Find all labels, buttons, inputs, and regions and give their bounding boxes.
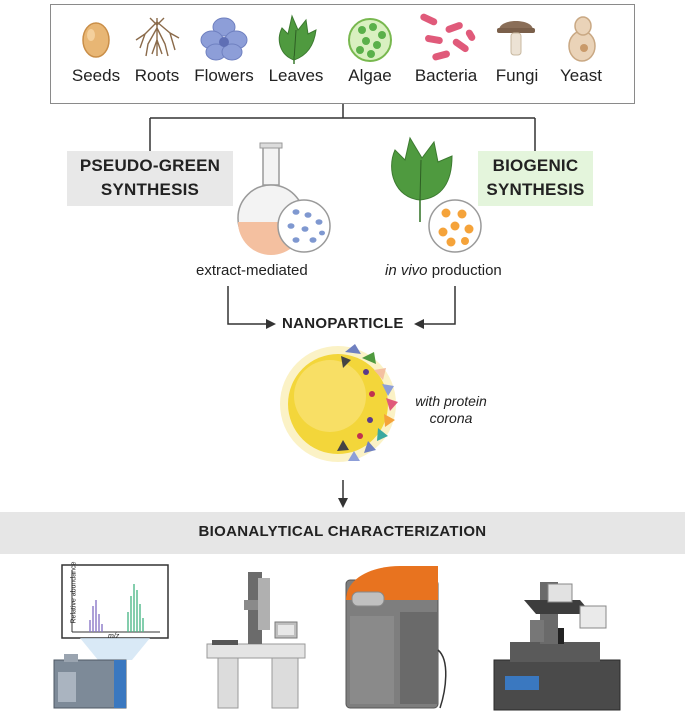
nanoparticle-icon: [280, 344, 398, 462]
source-label-seeds: Seeds: [71, 66, 121, 85]
bacteria-icon: [420, 13, 476, 61]
source-label-flowers: Flowers: [194, 66, 254, 85]
source-label-yeast: Yeast: [560, 66, 602, 85]
ms-ylabel: Relative abundance: [70, 561, 78, 624]
biogenic-particles-icon: [428, 199, 482, 253]
spectrometer-instrument-icon: [345, 566, 447, 709]
arrow-head-left: [266, 319, 276, 329]
source-label-roots: Roots: [134, 66, 180, 85]
source-label-fungi: Fungi: [495, 66, 539, 85]
source-label-algae: Algae: [348, 66, 392, 85]
flower-icon: [200, 17, 248, 61]
root-icon: [135, 17, 180, 57]
characterization-band: [0, 512, 685, 554]
protein-corona-label: with protein corona: [406, 393, 496, 427]
corona-line1: with protein: [415, 393, 487, 409]
biogenic-title-line2: SYNTHESIS: [486, 180, 585, 199]
biogenic-title-line1: BIOGENIC: [492, 156, 579, 175]
pseudo-green-title-line2: SYNTHESIS: [100, 180, 200, 199]
in-vivo-italic: in vivo: [385, 262, 428, 279]
merge-arrows: [227, 286, 456, 325]
protein-corona-icon: [337, 344, 398, 461]
extract-particles-icon: [277, 199, 331, 253]
down-arrow-head: [338, 498, 348, 508]
branch-connectors: [149, 104, 536, 151]
corona-line2: corona: [429, 410, 473, 426]
leaf-icon: [278, 14, 317, 64]
seed-icon: [82, 22, 110, 58]
source-label-leaves: Leaves: [268, 66, 324, 85]
production-text: production: [427, 262, 502, 279]
mass-spectrometer-icon: [53, 564, 169, 709]
mushroom-icon: [497, 21, 535, 56]
pseudo-green-synthesis-label: PSEUDO-GREEN SYNTHESIS: [67, 151, 233, 206]
characterization-title: BIOANALYTICAL CHARACTERIZATION: [198, 523, 487, 540]
arrow-head-right: [414, 319, 424, 329]
big-leaf-icon: [391, 136, 453, 222]
extract-mediated-caption: extract-mediated: [196, 262, 308, 279]
yeast-icon: [568, 16, 596, 62]
ms-xlabel: m/z: [108, 633, 120, 640]
pseudo-green-title-line1: PSEUDO-GREEN: [79, 156, 221, 175]
nanoparticle-title: NANOPARTICLE: [282, 315, 404, 332]
biogenic-synthesis-label: BIOGENIC SYNTHESIS: [478, 151, 593, 206]
electron-microscope-icon: [206, 572, 306, 709]
in-vivo-caption: in vivo production: [385, 262, 502, 279]
sources-box: [50, 4, 635, 104]
source-label-bacteria: Bacteria: [414, 66, 478, 85]
algae-icon: [348, 18, 392, 62]
atomic-force-microscope-icon: [493, 582, 621, 711]
